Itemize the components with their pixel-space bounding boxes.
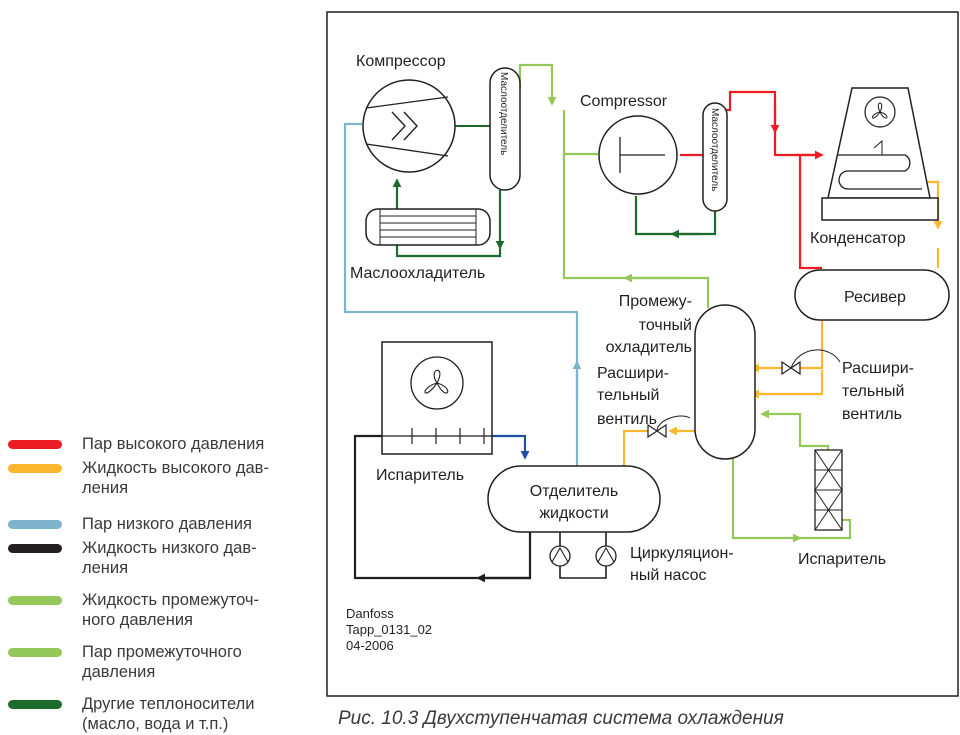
label-compressor-hp: Compressor [580, 93, 668, 110]
legend-swatch [8, 464, 62, 473]
ip-vapor-line-1 [518, 63, 557, 106]
label-intercooler-2: точный [639, 317, 692, 334]
legend-swatch [8, 520, 62, 529]
figure-caption: Рис. 10.3 Двухступенчатая система охлажд… [338, 708, 784, 729]
label-intercooler-3: охладитель [606, 339, 692, 356]
label-oil-separator-1: Маслоотделитель [498, 72, 509, 155]
hp-vapor-line [725, 90, 822, 157]
label-credit-2: Tapp_0131_02 [346, 622, 432, 637]
ip-liquid-to-evap [731, 458, 802, 543]
oil-separator-2 [702, 102, 728, 212]
hp-vapor-bypass [798, 155, 822, 270]
legend-label-cont: ного давления [82, 611, 193, 629]
label-valve-right-1: Расшири- [842, 360, 914, 377]
label-credit-1: Danfoss [346, 606, 394, 621]
legend-swatch [8, 596, 62, 605]
compressor-2 [598, 115, 678, 195]
liquid-to-separator [622, 429, 648, 472]
legend: Пар высокого давления Жидкость высокого … [0, 0, 330, 735]
lp-liquid-loop [353, 434, 532, 580]
condenser [821, 87, 939, 221]
legend-label-cont: давления [82, 663, 156, 681]
legend-swatch [8, 544, 62, 553]
label-oil-separator-2: Маслоотделитель [709, 108, 720, 191]
label-separator-1: Отделитель [530, 483, 618, 500]
oil-return-line-2 [395, 245, 502, 258]
label-intercooler-1: Промежу- [619, 293, 692, 310]
hp-liquid-coil-in [750, 370, 824, 399]
label-evaporator-right: Испаритель [798, 551, 886, 568]
label-separator-2: жидкости [539, 505, 608, 522]
ip-vapor-to-comp2 [562, 110, 598, 156]
receiver [794, 269, 950, 321]
evaporator-left [381, 341, 493, 455]
label-credit-3: 04-2006 [346, 638, 394, 653]
label-evaporator-left: Испаритель [376, 467, 464, 484]
circulation-pump-2 [595, 545, 617, 567]
label-valve-right-2: тельный [842, 383, 904, 400]
expansion-valve-left [647, 415, 691, 439]
legend-swatch [8, 700, 62, 709]
legend-label: Другие теплоносители [82, 695, 255, 713]
legend-label: Пар низкого давления [82, 515, 252, 533]
hp-liquid-to-valve [800, 320, 824, 370]
label-compressor-lp: Компрессор [356, 53, 446, 70]
legend-label-cont: ления [82, 479, 129, 497]
circulation-pump-1 [549, 545, 571, 567]
liquid-separator [487, 465, 661, 533]
legend-label-cont: ления [82, 559, 129, 577]
legend-label: Жидкость промежуточ- [82, 591, 260, 609]
ip-liquid-evap-in [800, 518, 852, 540]
legend-label: Жидкость высокого дав- [82, 459, 269, 477]
label-receiver: Ресивер [844, 289, 906, 306]
label-condenser: Конденсатор [810, 230, 906, 247]
legend-label: Пар высокого давления [82, 435, 265, 453]
label-oil-cooler: Маслоохладитель [350, 265, 485, 282]
pump-line-3 [559, 566, 607, 579]
label-pump-2: ный насос [630, 567, 707, 584]
ip-vapor-evap-return [760, 409, 830, 450]
legend-label: Жидкость низкого дав- [82, 539, 257, 557]
compressor-1 [362, 79, 456, 173]
label-valve-left-3: вентиль [597, 411, 657, 428]
intercooler [694, 304, 756, 460]
evaporator-right [814, 449, 843, 531]
legend-label: Пар промежуточного [82, 643, 242, 661]
legend-swatch [8, 648, 62, 657]
legend-label-cont: (масло, вода и т.п.) [82, 715, 229, 733]
expansion-valve-right [781, 349, 841, 376]
oil-separator-1 [489, 67, 521, 191]
oil-cooler [365, 208, 491, 246]
label-valve-right-3: вентиль [842, 406, 902, 423]
label-pump-1: Циркуляцион- [630, 545, 734, 562]
label-valve-left-1: Расшири- [597, 365, 669, 382]
legend-swatch [8, 440, 62, 449]
diagram-frame [326, 11, 959, 697]
label-valve-left-2: тельный [597, 387, 659, 404]
evap-return [492, 434, 530, 460]
